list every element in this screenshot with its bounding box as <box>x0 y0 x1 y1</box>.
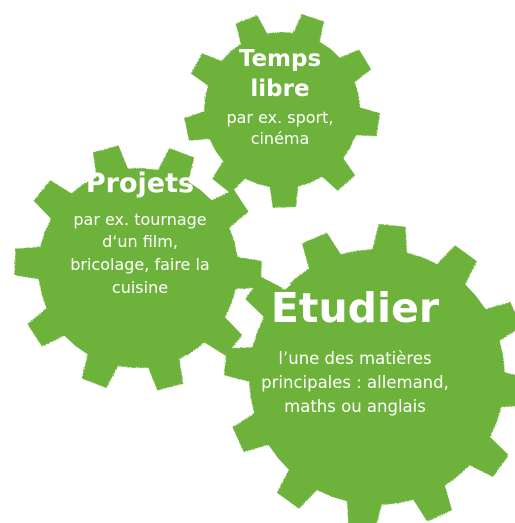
etudier-description: l’une des matières principales : alleman… <box>261 349 449 417</box>
temps-libre-description: par ex. sport, cinéma <box>226 107 334 149</box>
projets-description: par ex. tournage d‘un film, bricolage, f… <box>70 209 210 297</box>
gear-etudier-label: Étudier l’une des matières principales :… <box>250 283 460 419</box>
gear-projets-label: Projets par ex. tournage d‘un film, bric… <box>40 167 240 300</box>
temps-libre-title: Temps libre <box>238 46 322 103</box>
gear-projets <box>14 145 262 391</box>
gear-temps-libre-label: Temps libre par ex. sport, cinéma <box>195 44 365 150</box>
etudier-title: Étudier <box>270 284 440 332</box>
gear-temps-libre <box>184 14 380 208</box>
gear-etudier <box>224 224 515 523</box>
projets-title: Projets <box>85 168 195 199</box>
